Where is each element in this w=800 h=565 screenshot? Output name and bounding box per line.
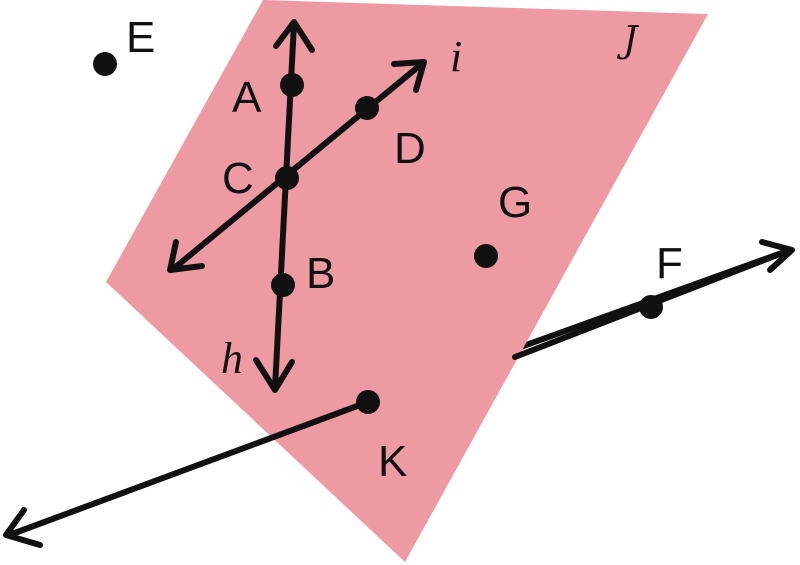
label-d: D xyxy=(394,124,426,173)
point-d xyxy=(355,96,379,120)
point-k xyxy=(356,390,380,414)
label-e: E xyxy=(126,13,155,62)
label-f: F xyxy=(656,239,683,288)
line-i xyxy=(169,59,427,273)
point-e xyxy=(93,52,117,76)
label-line-h: h xyxy=(221,334,243,383)
arrowhead-line-h-top xyxy=(273,19,315,53)
point-c xyxy=(275,166,299,190)
arrowhead-line-kf-left xyxy=(3,507,43,548)
label-a: A xyxy=(232,73,262,122)
plane-j xyxy=(106,0,708,562)
point-a xyxy=(280,73,304,97)
point-f xyxy=(639,295,663,319)
arrowhead-line-kf-right xyxy=(759,239,795,273)
label-b: B xyxy=(306,249,335,298)
point-g xyxy=(474,244,498,268)
point-b xyxy=(271,273,295,297)
arrowhead-line-i-top xyxy=(391,59,427,93)
label-line-i: i xyxy=(450,32,462,81)
arrowhead-line-i-bottom xyxy=(167,239,205,273)
line-kf-left-segment xyxy=(9,399,371,537)
label-g: G xyxy=(498,178,532,227)
arrowhead-line-h-bottom xyxy=(253,357,295,393)
label-k: K xyxy=(378,437,407,486)
label-c: C xyxy=(222,154,254,203)
